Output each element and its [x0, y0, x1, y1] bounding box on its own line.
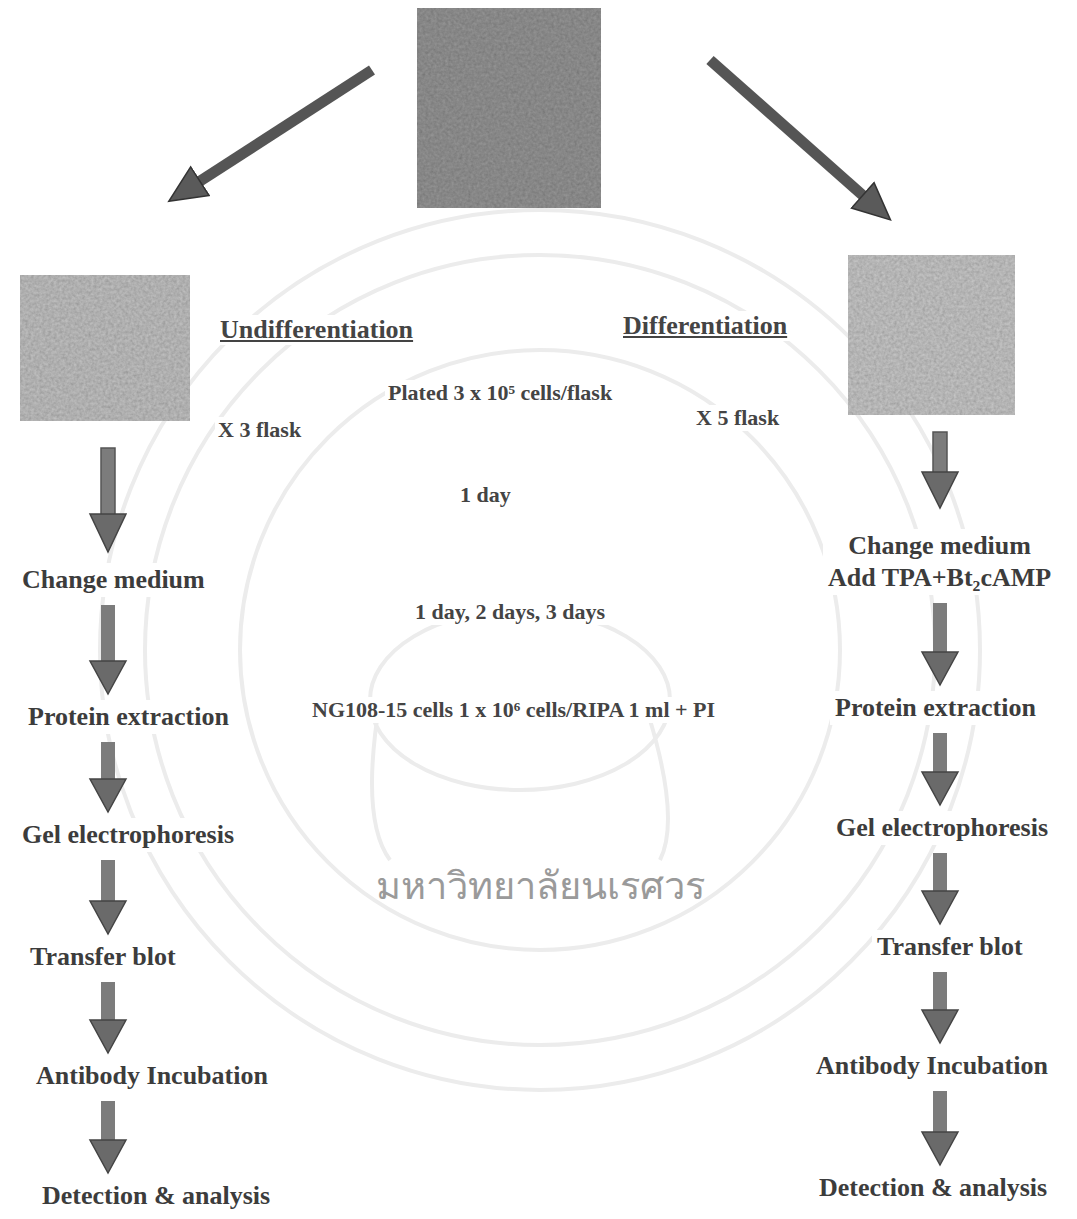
flow-arrow	[940, 733, 941, 777]
flow-arrow	[108, 982, 109, 1025]
step-text: Antibody Incubation	[36, 1060, 268, 1092]
process-step: Protein extraction	[830, 691, 1041, 725]
arrow-shaft	[933, 972, 947, 1015]
process-step: Antibody Incubation	[811, 1049, 1053, 1083]
flow-arrow	[108, 1101, 109, 1145]
arrow-shaft	[101, 860, 115, 906]
cell-micrograph	[20, 275, 190, 421]
step-text: Protein extraction	[835, 692, 1036, 724]
note-text: X 3 flask	[215, 417, 304, 443]
arrow-shaft	[933, 1091, 947, 1137]
step-text: Transfer blot	[30, 941, 176, 973]
step-text: Transfer blot	[877, 931, 1023, 963]
process-step: Detection & analysis	[814, 1171, 1052, 1205]
branch-arrow	[710, 60, 868, 200]
arrow-shaft	[933, 853, 947, 896]
flow-arrow	[108, 605, 109, 666]
process-step: Gel electrophoresis	[831, 811, 1053, 845]
step-text: Change medium	[22, 564, 205, 596]
process-step: Gel electrophoresis	[17, 818, 239, 852]
group-heading: Differentiation	[620, 311, 790, 341]
step-arrow	[90, 448, 126, 552]
step-text: Antibody Incubation	[816, 1050, 1048, 1082]
step-text: Detection & analysis	[819, 1172, 1047, 1204]
process-step: Antibody Incubation	[31, 1059, 273, 1093]
process-step: Transfer blot	[25, 940, 181, 974]
step-text: Add TPA+Bt₂cAMP	[828, 562, 1051, 594]
process-step: Protein extraction	[23, 700, 234, 734]
flow-arrow	[940, 853, 941, 896]
note-text: 1 day	[457, 482, 514, 508]
note-text: 1 day, 2 days, 3 days	[412, 599, 608, 625]
note-text: Plated 3 x 10⁵ cells/flask	[385, 380, 615, 406]
step-text: Gel electrophoresis	[836, 812, 1048, 844]
cell-micrograph	[417, 8, 601, 208]
flow-arrow	[108, 860, 109, 906]
flow-arrow	[940, 603, 941, 657]
arrow-shaft	[933, 603, 947, 657]
note-text: X 5 flask	[693, 405, 782, 431]
cell-micrograph	[848, 255, 1015, 415]
step-text: Change medium	[828, 530, 1051, 562]
process-step: Change mediumAdd TPA+Bt₂cAMP	[823, 529, 1056, 595]
branch-arrow	[194, 70, 372, 185]
flow-arrow	[940, 972, 941, 1015]
arrow-shaft	[101, 605, 115, 666]
process-step: Transfer blot	[872, 930, 1028, 964]
flow-arrow	[108, 742, 109, 784]
step-text: Gel electrophoresis	[22, 819, 234, 851]
process-step: Detection & analysis	[37, 1179, 275, 1213]
group-heading: Undifferentiation	[217, 315, 416, 345]
watermark-text: มหาวิทยาลัยนเรศวร	[373, 855, 708, 916]
arrow-shaft	[101, 1101, 115, 1145]
step-arrow	[922, 432, 958, 508]
step-text: Protein extraction	[28, 701, 229, 733]
arrow-shaft	[101, 982, 115, 1025]
note-text: NG108-15 cells 1 x 10⁶ cells/RIPA 1 ml +…	[309, 697, 718, 723]
process-step: Change medium	[17, 563, 210, 597]
flow-arrow	[940, 1091, 941, 1137]
arrow-shaft	[933, 733, 947, 777]
arrow-shaft	[101, 742, 115, 784]
step-text: Detection & analysis	[42, 1180, 270, 1212]
